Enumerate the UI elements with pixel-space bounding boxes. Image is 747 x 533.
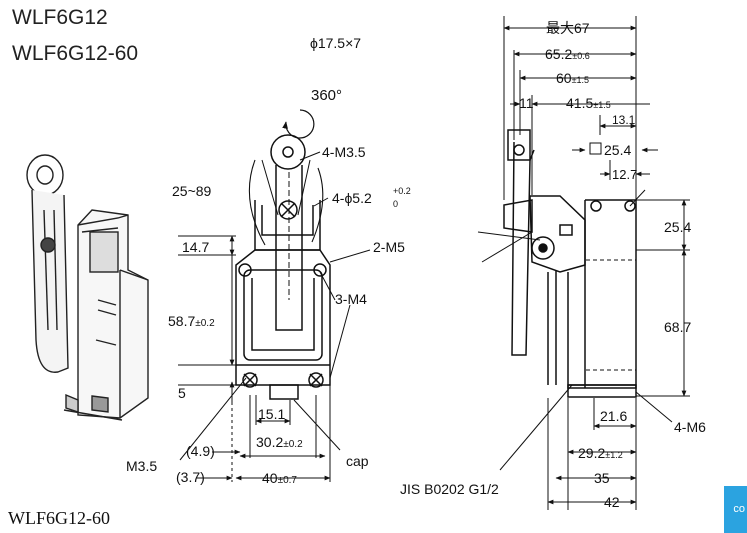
conduit-label: JIS B0202 G1/2 <box>400 481 499 497</box>
hole-dia-value: 4-ϕ5.2 <box>332 190 372 206</box>
model-title-2: WLF6G12-60 <box>12 42 139 65</box>
max-67-label: 最大67 <box>546 20 590 36</box>
dim-41-5: 41.5±1.5 <box>566 95 611 111</box>
dim-11: 11 <box>519 95 534 111</box>
roller-dim-label: ϕ17.5×7 <box>310 35 361 51</box>
dim-60: 60±1.5 <box>556 70 589 86</box>
front-lever <box>275 165 303 331</box>
hole-dia-label: 4-ϕ5.2 <box>332 190 372 206</box>
dim-40-value: 40 <box>262 470 278 486</box>
square-symbol <box>589 142 602 155</box>
side-lever <box>511 141 535 356</box>
tap-m6-label: 4-M6 <box>674 419 706 435</box>
dim-68-7: 68.7 <box>664 319 691 335</box>
dim-21-6: 21.6 <box>600 408 627 424</box>
front-view <box>235 109 331 400</box>
front-dimensions <box>178 151 371 482</box>
dim-29-2-value: 29.2 <box>578 445 605 461</box>
dim-42: 42 <box>604 494 620 510</box>
dim-15-1: 15.1 <box>258 406 285 422</box>
tap-m4-label: 3-M4 <box>335 291 367 307</box>
dim-29-2-tol: ±1.2 <box>605 450 622 460</box>
dim-60-tol: ±1.5 <box>572 75 589 85</box>
dim-30-2-value: 30.2 <box>256 434 283 450</box>
model-title-1: WLF6G12 <box>12 6 108 29</box>
roller-wheel <box>26 154 64 196</box>
dim-5: 5 <box>178 385 186 401</box>
dim-3-7: (3.7) <box>176 469 205 485</box>
dim-65-2: 65.2±0.6 <box>545 46 590 62</box>
hole-tol-upper: +0.2 <box>393 186 411 196</box>
tap-m35-label: 4-M3.5 <box>322 144 366 160</box>
corner-button[interactable]: co <box>724 486 747 533</box>
dim-58-7: 58.7±0.2 <box>168 313 215 329</box>
dim-14-7: 14.7 <box>182 239 209 255</box>
side-view <box>503 129 637 398</box>
front-roller <box>270 134 306 170</box>
dim-58-7-tol: ±0.2 <box>195 318 215 329</box>
dim-65-2-tol: ±0.6 <box>572 51 589 61</box>
tap-m5-label: 2-M5 <box>373 239 405 255</box>
cap-label: cap <box>346 453 369 469</box>
m3-5-label: M3.5 <box>126 458 157 474</box>
dim-58-7-value: 58.7 <box>168 313 195 329</box>
dim-13-1: 13.1 <box>612 113 636 127</box>
lever-hub <box>40 237 56 253</box>
front-hub <box>278 200 298 220</box>
dim-65-2-value: 65.2 <box>545 46 572 62</box>
hole-tol-lower: 0 <box>393 199 398 209</box>
dim-30-2-tol: ±0.2 <box>283 439 303 450</box>
dim-4-9: (4.9) <box>186 443 215 459</box>
dim-29-2: 29.2±1.2 <box>578 445 623 461</box>
dim-60-value: 60 <box>556 70 572 86</box>
dim-30-2: 30.2±0.2 <box>256 434 303 450</box>
rotation-label: 360° <box>311 87 342 104</box>
dim-12-7: 12.7 <box>612 167 637 182</box>
dim-41-5-value: 41.5 <box>566 95 593 111</box>
footer-caption: WLF6G12-60 <box>8 508 110 528</box>
dim-40: 40±0.7 <box>262 470 297 486</box>
dim-25-4: 25.4 <box>664 219 691 235</box>
side-labels: 最大67 65.2±0.6 60±1.5 11 41.5±1.5 13.1 25… <box>400 20 706 510</box>
side-body <box>567 199 637 389</box>
angle-range-label: 25~89 <box>172 183 212 199</box>
product-illustration <box>26 154 149 421</box>
dim-41-5-tol: ±1.5 <box>593 100 610 110</box>
lever-arm <box>31 189 69 373</box>
side-dimensions <box>477 16 690 510</box>
dim-25-4-sq: 25.4 <box>604 142 631 158</box>
front-labels: ϕ17.5×7 360° 4-M3.5 25~89 4-ϕ5.2 +0.2 0 … <box>126 35 411 486</box>
dim-40-tol: ±0.7 <box>278 475 298 486</box>
dim-35: 35 <box>594 470 610 486</box>
